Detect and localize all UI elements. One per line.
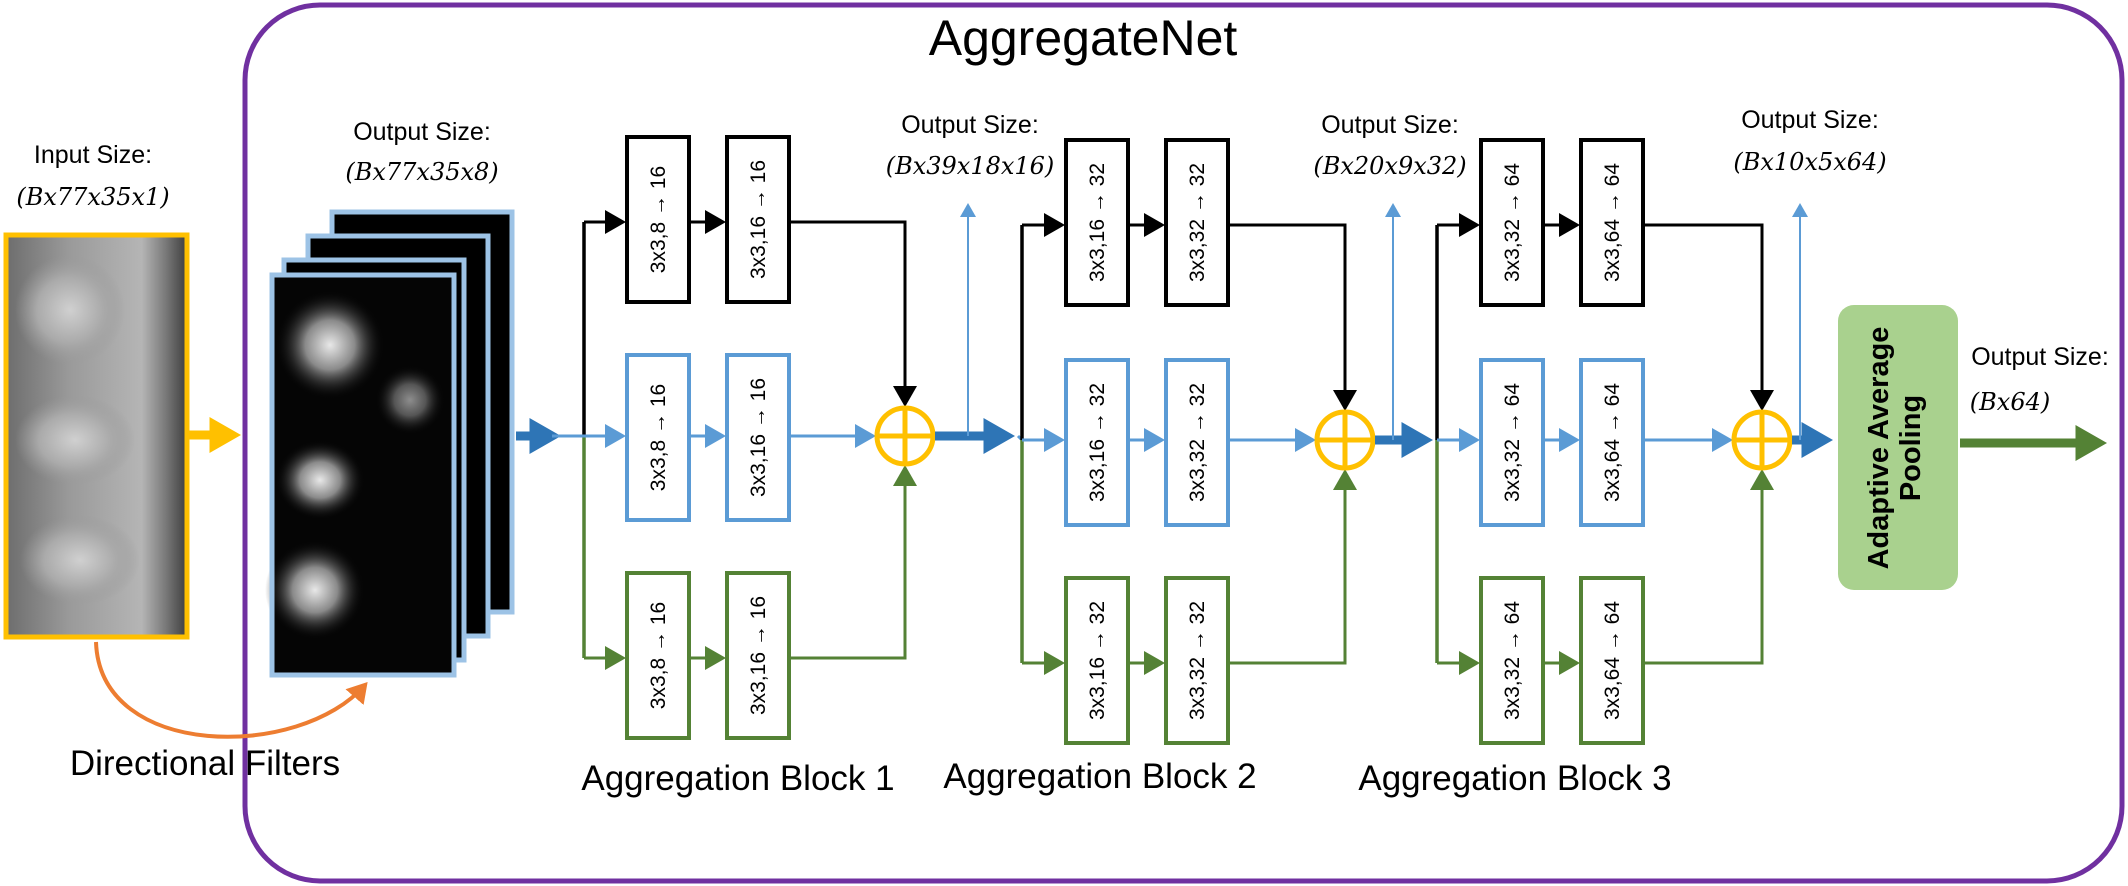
green-branch-conv-label-1: 3x3,32 → 64 — [1501, 601, 1524, 720]
block-2-name: Aggregation Block 2 — [943, 757, 1256, 796]
blue-branch-conv-label-1: 3x3,8 → 16 — [647, 384, 670, 491]
blue-branch-conv-label-2: 3x3,16 → 16 — [747, 378, 770, 497]
black-branch-conv-label-2: 3x3,32 → 32 — [1186, 163, 1209, 282]
blue-branch-conv-label-2: 3x3,32 → 32 — [1186, 383, 1209, 502]
black-branch-conv-box-2 — [725, 135, 791, 304]
block-1-output-size-label: Output Size: — [901, 111, 1039, 139]
final-output-size-label: Output Size: — [1971, 343, 2109, 371]
green-branch-conv-label-1: 3x3,16 → 32 — [1086, 601, 1109, 720]
green-branch-conv-box-1 — [1479, 576, 1545, 745]
directional-filters-caption: Directional Filters — [70, 744, 340, 783]
input-size-value: (Bx77x35x1) — [16, 183, 169, 211]
green-branch-conv-label-2: 3x3,16 → 16 — [747, 596, 770, 715]
black-branch-conv-box-2 — [1164, 138, 1230, 307]
final-output-size-value: (Bx64) — [1970, 388, 2050, 416]
green-branch-to-sum-arrow — [789, 465, 917, 660]
blue-branch-conv-label-2: 3x3,64 → 64 — [1601, 383, 1624, 502]
blue-branch-conv-label-1: 3x3,32 → 64 — [1501, 383, 1524, 502]
filter-output-size-label: Output Size: — [353, 118, 491, 146]
green-branch-conv-box-2 — [725, 571, 791, 740]
input-xray-image — [3, 232, 190, 640]
green-branch-conv-label-2: 3x3,64 → 64 — [1601, 601, 1624, 720]
input-size-label: Input Size: — [34, 141, 152, 169]
pooling-label-line2: Pooling — [1895, 395, 1927, 501]
blue-branch-conv-box-2 — [725, 353, 791, 522]
directional-filters-arrow — [94, 641, 368, 739]
black-branch-conv-label-2: 3x3,64 → 64 — [1601, 163, 1624, 282]
blue-branch-conv-label-1: 3x3,16 → 32 — [1086, 383, 1109, 502]
black-branch-to-sum-arrow — [1643, 223, 1774, 411]
black-branch-conv-label-1: 3x3,32 → 64 — [1501, 163, 1524, 282]
green-branch-conv-box-1 — [1064, 576, 1130, 745]
block-2-output-size-value: (Bx20x9x32) — [1313, 152, 1466, 180]
filter-output-size-value: (Bx77x35x8) — [345, 158, 498, 186]
black-branch-conv-box-1 — [625, 135, 691, 304]
black-branch-conv-box-2 — [1579, 138, 1645, 307]
block-3-name: Aggregation Block 3 — [1358, 759, 1671, 798]
block-1-name: Aggregation Block 1 — [581, 759, 894, 798]
green-branch-conv-label-1: 3x3,8 → 16 — [647, 602, 670, 709]
adaptive-average-pooling: Adaptive Average Pooling — [1838, 305, 1958, 590]
black-branch-to-sum-arrow — [789, 220, 917, 407]
pooling-label-line1: Adaptive Average — [1863, 327, 1895, 570]
black-branch-conv-label-1: 3x3,16 → 32 — [1086, 163, 1109, 282]
green-branch-to-sum-arrow — [1228, 469, 1357, 665]
blue-branch-conv-box-1 — [625, 353, 691, 522]
green-branch-conv-box-1 — [625, 571, 691, 740]
green-branch-to-sum-arrow — [1643, 469, 1774, 665]
diagram-title: AggregateNet — [929, 10, 1238, 66]
block-3-output-size-label: Output Size: — [1741, 106, 1879, 134]
aggregation-block-2: 3x3,16 → 32 3x3,32 → 32 3x3,16 → 32 3x3,32 … — [943, 111, 1466, 796]
aggregatenet-frame — [242, 2, 2125, 884]
black-branch-to-sum-arrow — [1228, 223, 1357, 411]
aggregation-block-3: 3x3,32 → 64 3x3,64 → 64 3x3,32 → 64 3x3,64 … — [1358, 106, 1886, 798]
block-1-output-size-value: (Bx39x18x16) — [886, 152, 1055, 180]
block-3-output-size-value: (Bx10x5x64) — [1733, 148, 1886, 176]
green-branch-conv-label-2: 3x3,32 → 32 — [1186, 601, 1209, 720]
blue-branch-conv-box-1 — [1064, 358, 1130, 527]
block-2-output-size-label: Output Size: — [1321, 111, 1459, 139]
green-branch-conv-box-2 — [1164, 576, 1230, 745]
blue-branch-conv-box-1 — [1479, 358, 1545, 527]
blue-branch-conv-box-2 — [1579, 358, 1645, 527]
black-branch-conv-box-1 — [1479, 138, 1545, 307]
black-branch-conv-label-2: 3x3,16 → 16 — [747, 160, 770, 279]
filter-output-stack — [265, 209, 515, 678]
aggregation-block-1: 3x3,8 → 16 3x3,16 → 16 3x3,8 → 16 3x3,16 → … — [581, 111, 1054, 798]
black-branch-conv-box-1 — [1064, 138, 1130, 307]
black-branch-conv-label-1: 3x3,8 → 16 — [647, 166, 670, 273]
blue-branch-conv-box-2 — [1164, 358, 1230, 527]
green-branch-conv-box-2 — [1579, 576, 1645, 745]
